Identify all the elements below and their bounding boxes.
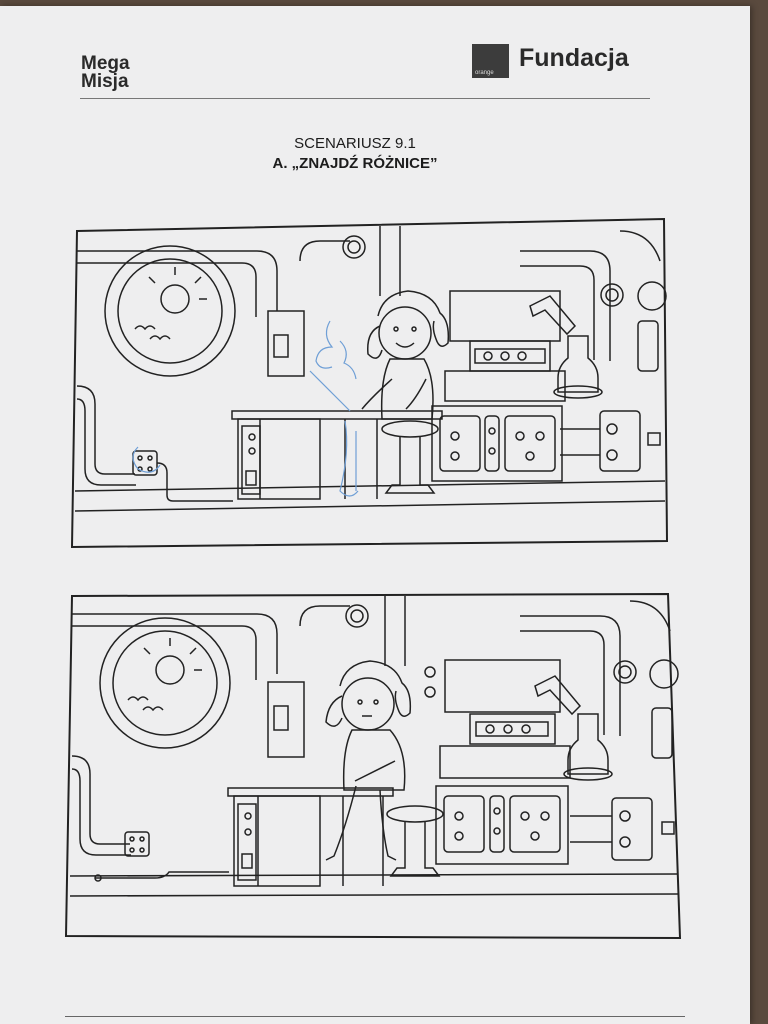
scenario-number: SCENARIUSZ 9.1: [294, 135, 416, 152]
mega-misja-logo-line1: Mega: [81, 53, 130, 74]
orange-logo-word: orange: [475, 70, 494, 76]
fundacja-text: Fundacja: [519, 44, 629, 72]
orange-logo-box: orange: [472, 44, 509, 78]
mega-misja-logo-line2: Misja: [81, 71, 129, 92]
exercise-title: A. „ZNAJDŹ RÓŻNICE”: [272, 155, 438, 172]
worksheet-page: Mega Misja orange Fundacja SCENARIUSZ 9.…: [0, 6, 750, 1024]
picture-with-differences: [0, 586, 768, 940]
worksheet-title: SCENARIUSZ 9.1 A. „ZNAJDŹ RÓŻNICE”: [200, 134, 510, 174]
mega-misja-logo: Mega Misja: [81, 53, 130, 92]
picture-original: [0, 211, 768, 551]
footer-divider: [65, 1016, 685, 1017]
lab-illustration-top: [70, 217, 669, 549]
lab-illustration-bottom: [64, 592, 682, 940]
header-divider: [80, 98, 650, 99]
